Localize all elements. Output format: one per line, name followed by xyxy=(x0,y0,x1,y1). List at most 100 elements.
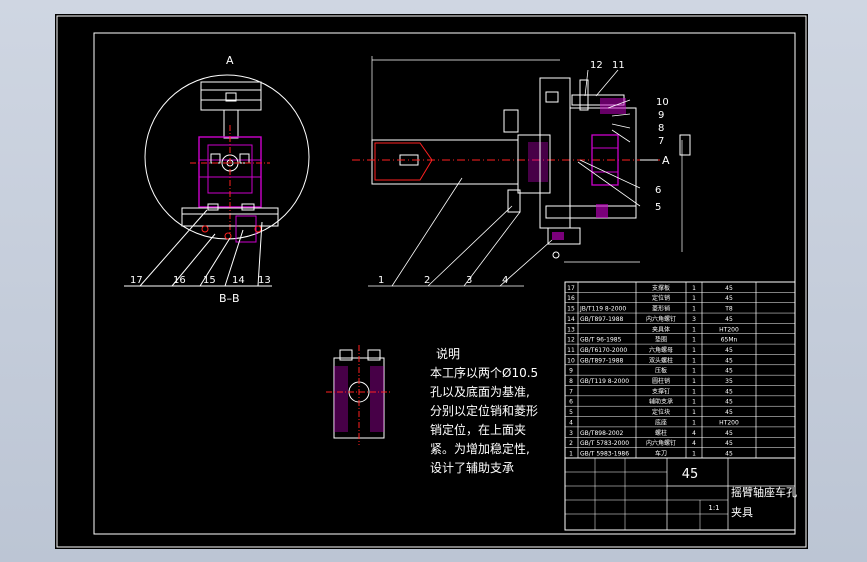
bom-cell-material: 45 xyxy=(725,347,733,354)
bom-cell-qty: 1 xyxy=(692,306,696,313)
material-cell: 45 xyxy=(682,467,699,482)
bom-cell-no: 8 xyxy=(569,378,573,385)
balloon-11: 11 xyxy=(612,60,625,71)
bom-cell-no: 13 xyxy=(567,326,575,333)
bom-cell-qty: 1 xyxy=(692,326,696,333)
bom-cell-material: 45 xyxy=(725,295,733,302)
bom-cell-code: GB/T119 8-2000 xyxy=(580,378,629,385)
balloon-8: 8 xyxy=(658,123,664,134)
bom-cell-no: 15 xyxy=(567,306,575,313)
bom-cell-material: 45 xyxy=(725,440,733,447)
workpiece-detail xyxy=(326,345,392,445)
bom-cell-no: 11 xyxy=(567,347,575,354)
scale-cell: 1:1 xyxy=(708,504,719,512)
bom-cell-name: 定位块 xyxy=(652,408,670,416)
notes-line-3: 分别以定位销和菱形 xyxy=(430,403,538,418)
technical-notes: 说明 本工序以两个Ø10.5 孔以及底面为基准, 分别以定位销和菱形 销定位，在… xyxy=(430,346,538,475)
bom-cell-name: 定位销 xyxy=(652,294,670,302)
balloon-leaders-bottom xyxy=(368,177,553,287)
bom-cell-qty: 1 xyxy=(692,357,696,364)
balloon-15: 15 xyxy=(203,275,216,286)
bom-cell-qty: 4 xyxy=(692,440,696,447)
bom-cell-no: 7 xyxy=(569,388,573,395)
bom-cell-qty: 1 xyxy=(692,388,696,395)
balloon-16: 16 xyxy=(173,275,186,286)
bom-cell-name: 螺柱 xyxy=(655,429,667,437)
section-view-bb: A 17 16 15 14 xyxy=(124,54,310,305)
bom-cell-qty: 1 xyxy=(692,419,696,426)
bom-cell-name: 内六角螺钉 xyxy=(646,315,676,323)
bom-cell-code: GB/T6170-2000 xyxy=(580,347,627,354)
bom-cell-name: 底座 xyxy=(655,418,667,426)
view-label-bb: B–B xyxy=(219,292,240,305)
bom-cell-qty: 3 xyxy=(692,316,696,323)
balloon-12: 12 xyxy=(590,60,603,71)
bom-cell-no: 17 xyxy=(567,285,575,292)
bom-cell-qty: 1 xyxy=(692,409,696,416)
bom-cell-qty: 1 xyxy=(692,337,696,344)
bom-cell-no: 12 xyxy=(567,337,575,344)
fixture-base xyxy=(181,207,279,227)
notes-line-5: 紧。为增加稳定性, xyxy=(430,441,530,456)
bom-cell-no: 14 xyxy=(567,316,575,323)
notes-line-2: 孔以及底面为基准, xyxy=(430,384,530,399)
notes-line-6: 设计了辅助支承 xyxy=(430,461,514,475)
balloon-9: 9 xyxy=(658,110,664,121)
drawing-title-line1: 摇臂轴座车孔 xyxy=(731,485,797,499)
notes-line-4: 销定位，在上面夹 xyxy=(430,422,526,437)
bom-cell-no: 4 xyxy=(569,419,573,426)
bom-cell-no: 6 xyxy=(569,399,573,406)
balloon-1: 1 xyxy=(378,275,384,286)
bom-cell-name: 双头螺柱 xyxy=(649,356,673,364)
bom-cell-qty: 1 xyxy=(692,378,696,385)
bom-cell-material: 45 xyxy=(725,399,733,406)
bom-cell-code: JB/T119 8-2000 xyxy=(579,306,626,313)
balloon-10: 10 xyxy=(656,97,669,108)
bom-cell-material: 65Mn xyxy=(721,337,738,344)
bom-cell-qty: 1 xyxy=(692,285,696,292)
bom-cell-no: 9 xyxy=(569,368,573,375)
bom-cell-name: 六角螺母 xyxy=(649,346,673,354)
bom-cell-code: GB/T 5783-2000 xyxy=(580,440,629,447)
balloon-3: 3 xyxy=(466,275,472,286)
bom-cell-no: 10 xyxy=(567,357,575,364)
bom-cell-material: 45 xyxy=(725,430,733,437)
notes-line-1: 本工序以两个Ø10.5 xyxy=(430,365,538,380)
balloon-14: 14 xyxy=(232,275,245,286)
bom-cell-code: GB/T897-1988 xyxy=(580,316,624,323)
bom-cell-material: 45 xyxy=(725,368,733,375)
bom-cell-code: GB/T898-2002 xyxy=(580,430,624,437)
bom-cell-material: 45 xyxy=(725,450,733,457)
bom-cell-material: 35 xyxy=(725,378,733,385)
bom-cell-code: GB/T 96-1985 xyxy=(580,337,622,344)
bom-cell-name: 圆柱销 xyxy=(652,377,670,385)
bom-cell-name: 垫圈 xyxy=(655,336,667,344)
bom-cell-qty: 1 xyxy=(692,399,696,406)
bom-cell-code: GB/T 5983-1986 xyxy=(580,450,629,457)
bom-cell-material: HT200 xyxy=(719,419,739,426)
balloon-13: 13 xyxy=(258,275,271,286)
bom-cell-material: 45 xyxy=(725,388,733,395)
bom-cell-material: 45 xyxy=(725,357,733,364)
bom-cell-code: GB/T897-1988 xyxy=(580,357,624,364)
drawing-title-line2: 夹具 xyxy=(731,506,753,519)
view-label-a: A xyxy=(226,54,234,67)
bom-cell-no: 3 xyxy=(569,430,573,437)
balloon-4: 4 xyxy=(502,275,508,286)
balloon-leaders-right xyxy=(577,69,641,207)
front-view: A 12 11 10 9 8 7 6 5 1 2 3 4 xyxy=(352,56,691,287)
bom-cell-qty: 1 xyxy=(692,450,696,457)
bom-cell-name: 车刀 xyxy=(655,449,667,457)
balloon-6: 6 xyxy=(655,185,661,196)
bom-cell-qty: 1 xyxy=(692,347,696,354)
bom-cell-no: 16 xyxy=(567,295,575,302)
bom-cell-no: 2 xyxy=(569,440,573,447)
notes-title: 说明 xyxy=(436,346,460,361)
bom-cell-name: 压板 xyxy=(655,367,667,375)
bom-cell-qty: 1 xyxy=(692,295,696,302)
bom-cell-name: 支撑钉 xyxy=(652,387,670,395)
bom-cell-no: 1 xyxy=(569,450,573,457)
balloon-2: 2 xyxy=(424,275,430,286)
bom-cell-qty: 4 xyxy=(692,430,696,437)
